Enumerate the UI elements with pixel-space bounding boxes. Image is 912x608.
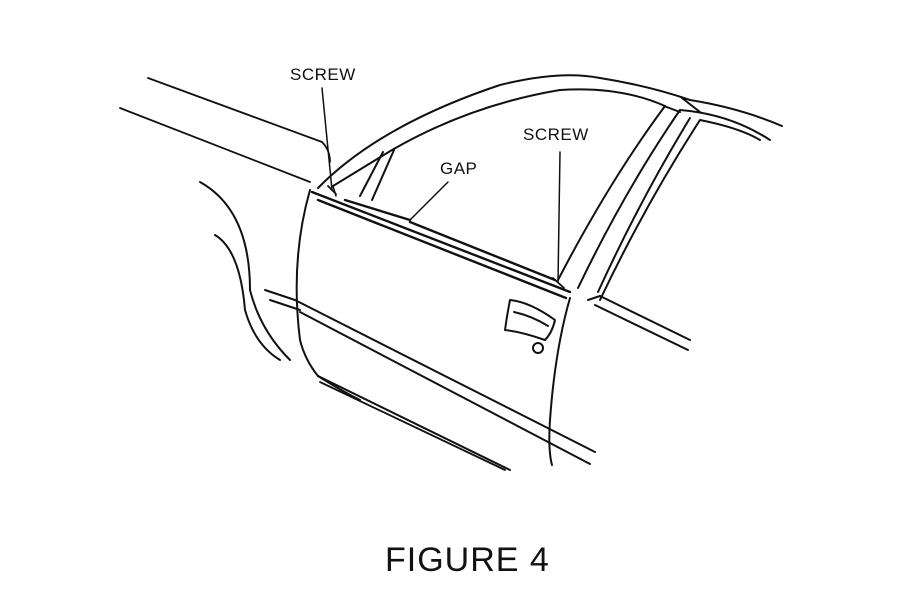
figure-caption: FIGURE 4 [385,541,550,579]
door-panel [294,189,596,471]
lock-cylinder [532,342,544,354]
rear-fender [199,181,301,361]
rear-quarter-glass [587,97,783,351]
door-handle [504,299,556,341]
screw-label-right: SCREW [523,125,589,144]
car-body-outline [119,77,331,183]
rocker-sill [319,381,506,471]
gap-label: GAP [440,159,478,178]
door-window-frame [317,74,691,289]
screw-label-left: SCREW [290,65,356,84]
callout-leaders [321,87,561,283]
screw-markers [327,185,565,289]
window-seal-strip [310,190,572,300]
